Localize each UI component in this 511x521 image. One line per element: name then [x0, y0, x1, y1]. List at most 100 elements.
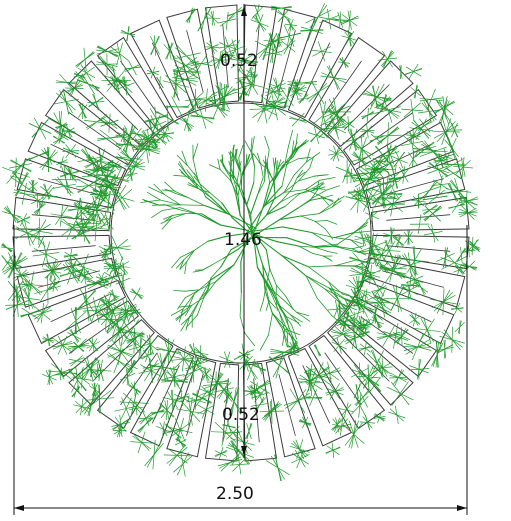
- root-branch: [308, 265, 336, 268]
- growth-stroke: [138, 142, 158, 150]
- growth-stroke: [383, 178, 385, 209]
- growth-stroke: [310, 128, 323, 143]
- growth-stroke: [75, 200, 95, 220]
- ring-segment: [365, 257, 466, 308]
- growth-stroke: [26, 151, 49, 161]
- root-branch: [349, 239, 363, 250]
- growth-stroke: [352, 327, 358, 350]
- growth-stroke: [365, 212, 380, 220]
- growth-stroke: [121, 273, 125, 289]
- root-branch: [283, 180, 300, 193]
- growth-stroke: [418, 109, 441, 114]
- growth-stroke: [167, 391, 178, 409]
- root-branch: [201, 264, 212, 271]
- growth-stroke: [87, 202, 97, 212]
- growth-stroke: [126, 26, 130, 41]
- root-branch: [281, 255, 307, 277]
- growth-stroke: [422, 180, 437, 201]
- root-branch: [164, 204, 180, 210]
- growth-stroke: [215, 449, 227, 458]
- growth-stroke: [116, 424, 123, 437]
- growth-stroke: [356, 276, 361, 303]
- growth-stroke: [246, 386, 258, 398]
- growth-stroke: [376, 331, 401, 341]
- growth-stroke: [382, 50, 393, 68]
- root-branch: [273, 181, 276, 198]
- growth-stroke: [108, 113, 111, 133]
- growth-stroke: [224, 351, 231, 368]
- root-branch: [351, 245, 365, 250]
- growth-stroke: [72, 342, 85, 352]
- root-branch: [176, 259, 185, 269]
- growth-stroke: [75, 400, 89, 414]
- growth-stroke: [128, 360, 136, 372]
- growth-stroke: [459, 198, 479, 203]
- root-branch: [235, 158, 242, 173]
- growth-stroke: [108, 352, 129, 370]
- root-branch: [208, 164, 221, 170]
- growth-stroke: [450, 122, 459, 138]
- root-branch: [190, 296, 205, 307]
- growth-stroke: [423, 204, 438, 216]
- growth-stroke: [87, 160, 115, 164]
- growth-stroke: [152, 439, 156, 470]
- growth-stroke: [10, 175, 25, 180]
- growth-stroke: [161, 125, 169, 143]
- growth-stroke: [389, 254, 397, 282]
- growth-stroke: [184, 114, 190, 131]
- growth-stroke: [357, 241, 386, 253]
- growth-stroke: [455, 160, 471, 175]
- root-branch: [273, 157, 277, 169]
- growth-stroke: [55, 206, 68, 225]
- growth-stroke: [388, 176, 402, 181]
- root-branch: [283, 189, 307, 193]
- root-branch: [328, 287, 345, 299]
- root-branch: [282, 153, 293, 168]
- ring-segment: [365, 158, 466, 209]
- growth-stroke: [76, 198, 81, 220]
- growth-stroke: [269, 96, 285, 108]
- root-branch: [143, 200, 160, 206]
- ring-segment: [129, 19, 195, 119]
- root-branch: [250, 137, 253, 153]
- growth-stroke: [111, 75, 118, 90]
- growth-stroke: [210, 10, 216, 26]
- growth-stroke: [71, 386, 81, 397]
- growth-stroke: [362, 416, 373, 429]
- root-branch: [229, 179, 239, 197]
- growth-stroke: [419, 318, 435, 342]
- growth-stroke: [397, 167, 410, 182]
- growth-stroke: [358, 315, 363, 332]
- slot-line: [68, 112, 122, 150]
- growth-stroke: [116, 42, 123, 65]
- root-branch: [175, 310, 188, 320]
- root-branch: [191, 299, 201, 316]
- root-branch: [273, 167, 275, 183]
- root-branch: [298, 167, 311, 182]
- root-branch: [177, 297, 186, 310]
- growth-stroke: [297, 381, 325, 384]
- root-branch: [280, 193, 297, 203]
- growth-stroke: [176, 452, 190, 476]
- ring-segment: [342, 300, 438, 378]
- growth-stroke: [361, 166, 378, 190]
- root-branch: [277, 159, 282, 171]
- root-branch: [245, 153, 251, 167]
- growth-stroke: [45, 370, 54, 385]
- root-branch: [264, 182, 274, 207]
- growth-stroke: [226, 419, 232, 433]
- root-branch: [210, 197, 229, 215]
- growth-stroke: [125, 368, 130, 386]
- root-branch: [219, 169, 231, 181]
- growth-stroke: [274, 454, 282, 482]
- root-branch: [184, 289, 200, 292]
- growth-stroke: [342, 424, 365, 444]
- root-branch: [305, 275, 318, 299]
- growth-stroke: [99, 129, 121, 147]
- ring-segment: [242, 362, 278, 462]
- growth-stroke: [104, 248, 107, 262]
- growth-stroke: [231, 387, 237, 416]
- root-branch: [318, 202, 334, 215]
- growth-stroke: [436, 101, 452, 123]
